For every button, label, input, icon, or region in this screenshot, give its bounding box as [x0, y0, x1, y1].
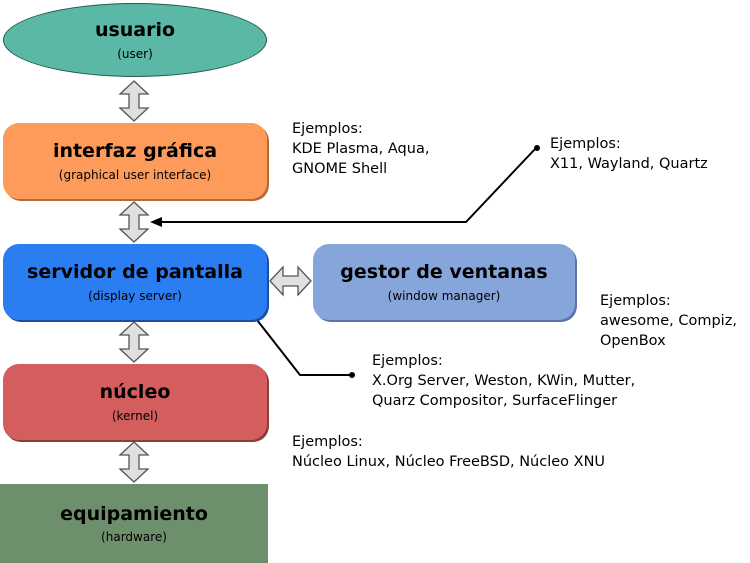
- examples-window-manager-line-1: awesome, Compiz,: [600, 313, 737, 329]
- examples-kernel: Ejemplos: Núcleo Linux, Núcleo FreeBSD, …: [292, 432, 605, 472]
- node-gestor-title: gestor de ventanas: [340, 261, 548, 284]
- examples-window-manager-heading: Ejemplos:: [600, 293, 671, 309]
- examples-display-server-line-1: X.Org Server, Weston, KWin, Mutter,: [372, 373, 636, 389]
- examples-display-protocol: Ejemplos: X11, Wayland, Quartz: [550, 134, 708, 174]
- examples-display-server-heading: Ejemplos:: [372, 353, 443, 369]
- examples-display-server-line-2: Quarz Compositor, SurfaceFlinger: [372, 393, 618, 409]
- node-interfaz-title: interfaz gráfica: [52, 140, 218, 163]
- node-nucleo-title: núcleo: [99, 381, 171, 404]
- double-arrow-servidor-nucleo: [118, 321, 150, 363]
- node-nucleo: núcleo (kernel): [3, 364, 267, 440]
- node-interfaz: interfaz gráfica (graphical user interfa…: [3, 123, 267, 199]
- double-arrow-interfaz-servidor: [118, 201, 150, 243]
- pointer-dot-display-protocol: [534, 145, 540, 151]
- node-gestor-subtitle: (window manager): [387, 288, 501, 303]
- examples-gui-line-1: KDE Plasma, Aqua,: [292, 141, 430, 157]
- node-servidor: servidor de pantalla (display server): [3, 244, 267, 320]
- examples-gui-heading: Ejemplos:: [292, 121, 363, 137]
- node-equipamiento: equipamiento (hardware): [0, 484, 268, 563]
- node-nucleo-subtitle: (kernel): [111, 408, 159, 423]
- examples-window-manager-line-2: OpenBox: [600, 333, 666, 349]
- node-usuario: usuario (user): [3, 3, 267, 77]
- double-arrow-usuario-interfaz: [118, 80, 150, 122]
- pointer-line-display-protocol: [160, 147, 537, 223]
- examples-display-server: Ejemplos: X.Org Server, Weston, KWin, Mu…: [372, 351, 635, 411]
- examples-display-protocol-heading: Ejemplos:: [550, 136, 621, 152]
- node-usuario-title: usuario: [94, 19, 176, 42]
- examples-kernel-heading: Ejemplos:: [292, 434, 363, 450]
- node-servidor-subtitle: (display server): [88, 288, 182, 303]
- pointer-head-display-protocol: [150, 217, 162, 227]
- node-equipamiento-title: equipamiento: [60, 502, 208, 525]
- examples-gui: Ejemplos: KDE Plasma, Aqua, GNOME Shell: [292, 119, 429, 179]
- examples-display-protocol-line-1: X11, Wayland, Quartz: [550, 156, 708, 172]
- node-usuario-subtitle: (user): [117, 46, 153, 61]
- node-equipamiento-subtitle: (hardware): [101, 530, 167, 545]
- node-interfaz-subtitle: (graphical user interface): [58, 167, 212, 182]
- node-servidor-title: servidor de pantalla: [27, 261, 243, 284]
- examples-window-manager: Ejemplos: awesome, Compiz, OpenBox: [600, 291, 737, 351]
- examples-gui-line-2: GNOME Shell: [292, 161, 388, 177]
- double-arrow-nucleo-equipamiento: [118, 441, 150, 483]
- pointer-line-display-server: [249, 310, 351, 376]
- pointer-dot-display-server: [349, 372, 355, 378]
- examples-kernel-line-1: Núcleo Linux, Núcleo FreeBSD, Núcleo XNU: [292, 454, 606, 470]
- node-gestor: gestor de ventanas (window manager): [313, 244, 575, 320]
- double-arrow-servidor-gestor: [269, 265, 312, 297]
